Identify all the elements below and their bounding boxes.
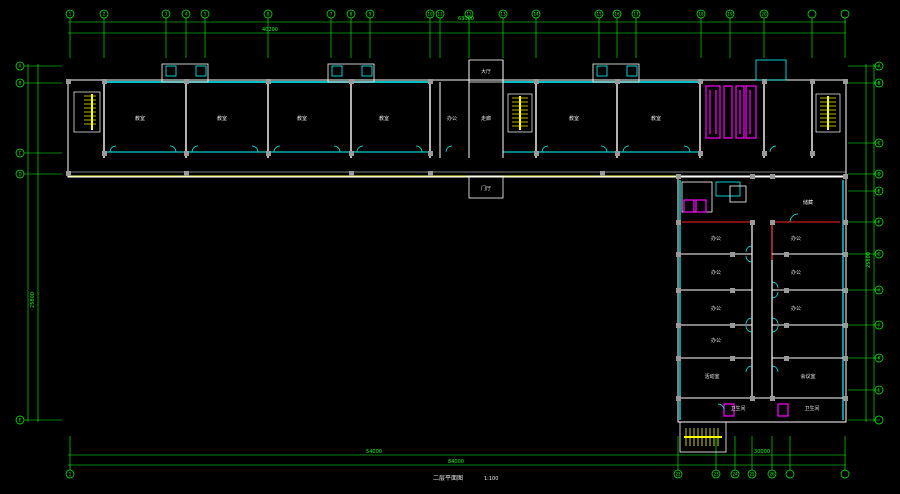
dim-left-overall: 25800 [30,292,36,308]
axis-label-right: J [877,323,879,328]
axis-label-right: H [877,288,880,293]
room-label: 走廊 [481,115,491,122]
axis-label-top: 1 [69,12,72,17]
east-wing [676,174,848,453]
room-label: 教室 [297,115,307,122]
axis-label-bottom: 24 [732,472,738,477]
axis-label-top: 13 [500,12,506,17]
room-label: 办公 [711,337,721,344]
axis-label-right: L [878,388,881,393]
room-label: 办公 [447,115,457,122]
axis-label-bottom: 1 [69,472,72,477]
room-label: 教室 [379,115,389,122]
room-label: 教室 [569,115,579,122]
dim-top-north-wing: 40200 [262,27,278,33]
axis-label-right: D [877,172,880,177]
axis-label-top: 16 [614,12,620,17]
axis-label-top: 3 [165,12,168,17]
room-label: 卫生间 [804,405,819,412]
axis-label-bottom: 25 [749,472,755,477]
doors-east [717,213,799,411]
axis-label-top: 19 [727,12,733,17]
axis-label-right: C [878,141,881,146]
axis-label-top: 8 [350,12,353,17]
axis-label-bottom: 22 [675,472,681,477]
stair-south [679,421,727,453]
stair-west [73,91,101,133]
corridor-top-label: 大厅 [481,68,491,75]
columns-east [676,174,848,401]
stair-middle [507,93,533,133]
room-label: 办公 [791,305,801,312]
axis-label-top: 2 [103,12,106,17]
columns-north [66,79,848,176]
axis-label-top: 18 [698,12,704,17]
axis-label-right: G [877,252,880,257]
axis-label-top: 20 [761,12,767,17]
axis-label-top: 14 [533,12,539,17]
axis-label-top: 11 [437,12,443,17]
axis-label-top: 4 [185,12,188,17]
axis-label-top: 10 [427,12,433,17]
axis-label-left: C [19,151,22,156]
drawing-scale: 1:100 [484,476,498,482]
axis-label-right: F [878,220,881,225]
axis-label-top: 9 [369,12,372,17]
room-label: 储藏 [803,199,813,206]
room-label: 教室 [135,115,145,122]
room-label: 会议室 [800,373,815,380]
room-label: 教室 [651,115,661,122]
axis-label-top: 7 [330,12,333,17]
axis-label-top: 15 [596,12,602,17]
axis-label-right: A [878,64,881,69]
axis-bubbles [15,9,884,479]
axis-label-left: A [19,64,22,69]
axis-label-right: B [878,81,881,86]
axis-label-left: B [19,81,22,86]
room-label: 办公 [791,235,801,242]
axis-label-top: 6 [267,12,270,17]
room-label: 办公 [711,235,721,242]
dim-top-overall: 63000 [458,16,474,22]
room-label: 教室 [217,115,227,122]
north-wing [66,59,848,199]
drawing-title: 二层平面图 [433,475,463,482]
axis-label-right: K [878,356,881,361]
toilet-block-north [705,85,757,139]
doors-north [109,145,777,153]
axis-label-right: E [878,189,881,194]
axis-label-bottom: 26 [769,472,775,477]
room-label: 卫生间 [730,405,745,412]
room-label: 办公 [791,269,801,276]
axis-label-bottom: 23 [713,472,719,477]
stair-east [815,93,841,133]
axis-label-top: 5 [204,12,207,17]
dim-bottom-east: 30000 [754,449,770,455]
axis-label-left: E [19,418,22,423]
room-label: 活动室 [704,373,719,380]
dim-bottom-west: 54000 [366,449,382,455]
dim-right-overall: 25800 [866,252,872,268]
axis-label-top: 12 [466,12,472,17]
corridor-bottom-label: 门厅 [481,185,491,192]
room-label: 办公 [711,269,721,276]
room-label: 办公 [711,305,721,312]
axis-label-left: D [18,172,21,177]
dim-bottom-overall: 84000 [448,459,464,465]
axis-label-top: 17 [633,12,639,17]
